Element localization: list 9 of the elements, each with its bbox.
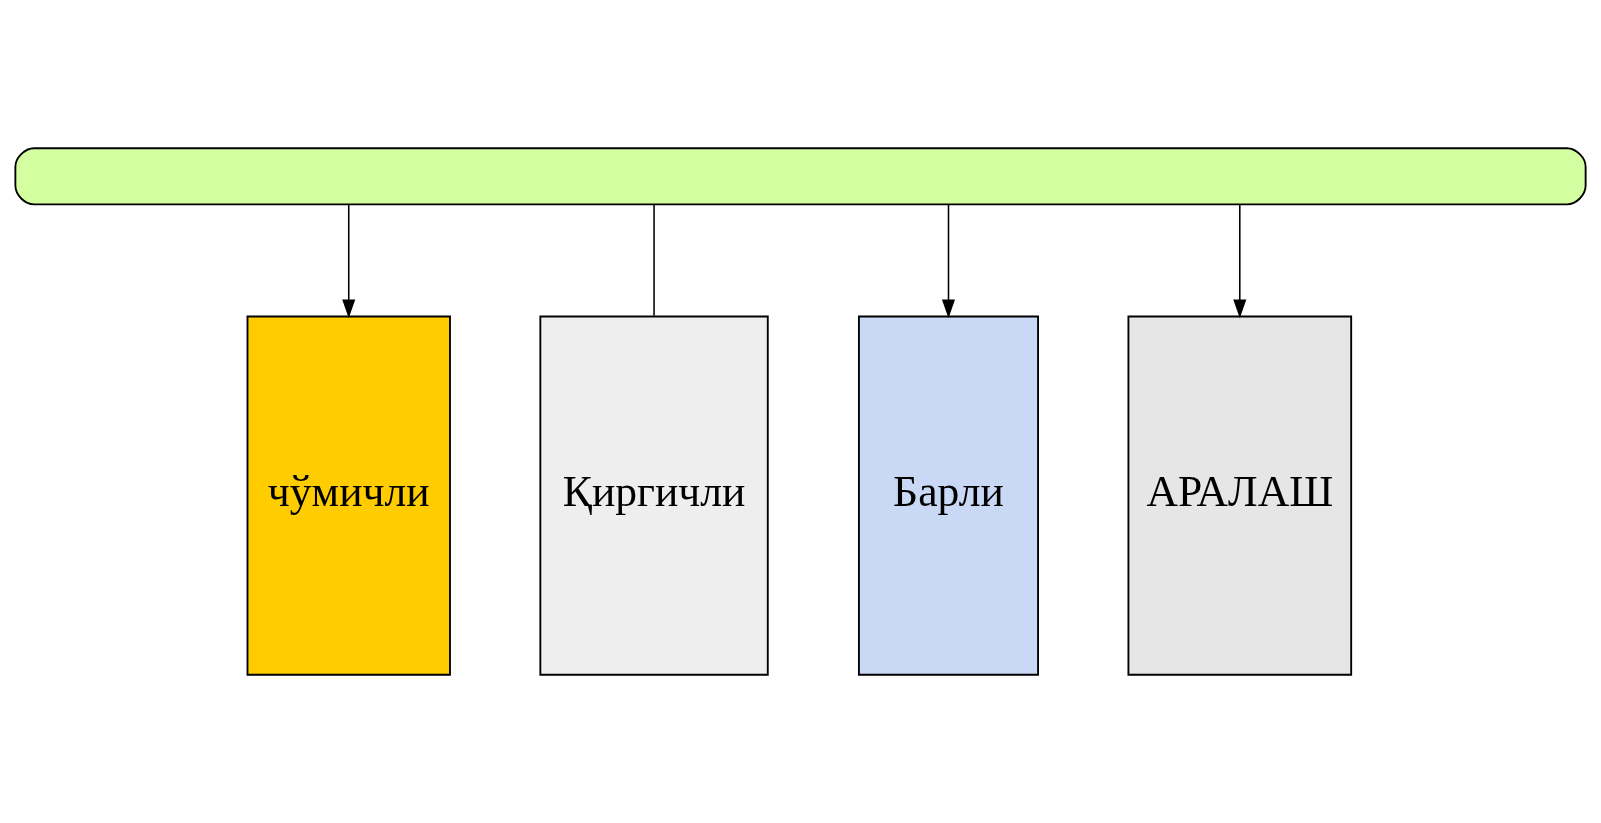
node-box <box>14 147 1587 206</box>
connector <box>653 203 655 317</box>
arrow <box>1233 203 1247 319</box>
arrow <box>941 203 956 319</box>
node-box: АРАЛАШ <box>1127 315 1353 676</box>
node-box: чўмичли <box>246 315 451 676</box>
node-box: Барли <box>858 315 1039 676</box>
arrow <box>342 203 356 319</box>
node-box: Қиргичли <box>539 315 769 676</box>
